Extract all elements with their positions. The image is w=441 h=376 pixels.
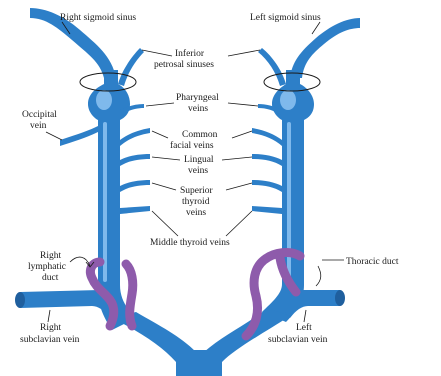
label-middle-thyroid: Middle thyroid veins: [150, 238, 230, 248]
left-middle-thyroid-vein: [252, 206, 282, 214]
left-inferior-petrosal-sinus: [258, 48, 286, 86]
label-superior-thyroid-1: Superior: [180, 186, 214, 196]
label-right-sigmoid-sinus: Right sigmoid sinus: [60, 13, 136, 23]
label-common-facial-1: Common: [182, 130, 218, 140]
label-lingual-1: Lingual: [184, 155, 214, 165]
label-superior-thyroid-2: thyroid: [182, 197, 210, 207]
left-lingual-vein: [252, 154, 282, 166]
lead-pharyngeal-left: [228, 103, 258, 106]
lead-superior-thyroid-right: [152, 183, 176, 190]
right-subclavian-end: [15, 292, 25, 308]
lead-right-lymphatic: [70, 257, 90, 266]
left-jugular-bulb-highlight: [280, 90, 296, 110]
label-right-lymphatic-1: Right: [40, 251, 61, 261]
label-occipital-2: vein: [30, 121, 47, 131]
lead-common-facial-left: [232, 131, 252, 138]
left-common-facial-vein: [252, 128, 282, 146]
label-left-sigmoid-sinus: Left sigmoid sinus: [250, 12, 321, 23]
label-lingual-2: veins: [188, 166, 208, 176]
left-ijv-highlight: [287, 122, 291, 282]
lead-pharyngeal-right: [146, 103, 174, 106]
right-ijv-highlight: [103, 122, 107, 282]
right-superior-thyroid-vein: [120, 180, 150, 192]
right-jugular-bulb-highlight: [96, 90, 112, 110]
label-left-subclavian-2: subclavian vein: [268, 335, 328, 345]
right-common-facial-vein: [120, 128, 150, 146]
label-superior-thyroid-3: veins: [186, 208, 206, 218]
label-occipital-1: Occipital: [22, 110, 57, 120]
label-right-subclavian-2: subclavian vein: [20, 335, 80, 345]
label-common-facial-2: facial veins: [170, 140, 214, 151]
label-right-subclavian-1: Right: [40, 323, 61, 333]
label-thoracic-duct: Thoracic duct: [346, 257, 399, 267]
arrow-thoracic-duct: [316, 266, 321, 286]
lead-common-facial-right: [152, 131, 168, 138]
lead-inferior-petrosal-right: [142, 50, 172, 56]
lead-middle-thyroid-left: [226, 211, 252, 236]
right-middle-thyroid-vein: [120, 206, 150, 214]
left-sigmoid-sinus-vessel: [290, 18, 360, 78]
label-inferior-petrosal-2: petrosal sinuses: [154, 60, 214, 70]
left-subclavian-end: [335, 290, 345, 306]
label-inferior-petrosal-1: Inferior: [175, 48, 205, 59]
label-pharyngeal-1: Pharyngeal: [176, 93, 219, 103]
right-inferior-petrosal-sinus: [118, 48, 144, 86]
lead-left-sigmoid: [312, 22, 320, 34]
lead-right-subclavian: [48, 310, 50, 322]
right-lymphatic-duct-loop: [126, 264, 133, 326]
lead-superior-thyroid-left: [226, 183, 252, 190]
lead-lingual-left: [222, 157, 252, 160]
lead-lingual-right: [152, 157, 180, 160]
label-pharyngeal-2: veins: [188, 104, 208, 114]
lead-left-subclavian: [304, 310, 306, 322]
lead-inferior-petrosal-left: [228, 50, 260, 56]
left-superior-thyroid-vein: [252, 180, 282, 192]
lead-middle-thyroid-right: [152, 211, 178, 236]
label-right-lymphatic-3: duct: [42, 273, 59, 283]
label-left-subclavian-1: Left: [296, 322, 312, 333]
label-right-lymphatic-2: lymphatic: [28, 262, 66, 272]
right-occipital-vein: [60, 126, 98, 146]
superior-vena-cava: [176, 350, 222, 376]
lead-occipital: [46, 132, 62, 140]
right-lingual-vein: [120, 154, 150, 166]
